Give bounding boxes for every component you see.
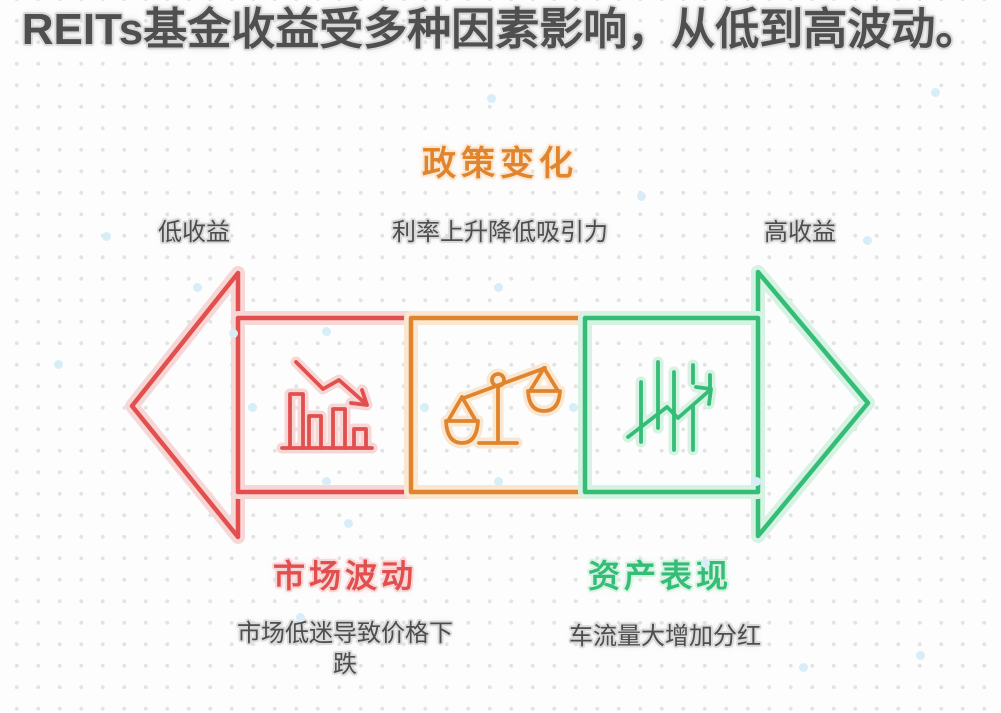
decorative-blue-dot bbox=[486, 93, 496, 103]
decorative-blue-dot bbox=[636, 191, 646, 201]
decorative-blue-dot bbox=[862, 235, 872, 245]
decorative-blue-dot bbox=[700, 558, 710, 568]
axis-label-low-return: 低收益 bbox=[158, 219, 230, 246]
decorative-blue-dot bbox=[343, 518, 353, 528]
market-volatility-box bbox=[231, 311, 418, 499]
factor-title-asset-performance: 资产表现 bbox=[587, 558, 732, 594]
decorative-blue-dot bbox=[751, 476, 761, 486]
spectrum-arrow-diagram bbox=[125, 265, 875, 544]
declining-bar-chart-icon bbox=[276, 356, 378, 454]
right-arrowhead bbox=[751, 265, 875, 543]
left-arrowhead bbox=[125, 266, 245, 544]
decorative-blue-dot bbox=[247, 402, 257, 412]
decorative-blue-dot bbox=[192, 282, 202, 292]
decorative-blue-dot bbox=[568, 402, 578, 412]
page-title: REITs基金收益受多种因素影响，从低到高波动。 bbox=[21, 5, 980, 54]
asset-performance-box bbox=[578, 311, 765, 499]
factor-title-policy-change: 政策变化 bbox=[422, 145, 578, 183]
decorative-blue-dot bbox=[321, 326, 331, 336]
rising-trend-chart-icon bbox=[622, 356, 717, 456]
decorative-blue-dot bbox=[295, 612, 305, 622]
factor-desc-policy-change: 利率上升降低吸引力 bbox=[392, 219, 608, 246]
decorative-blue-dot bbox=[493, 282, 503, 292]
decorative-blue-dot bbox=[101, 231, 111, 241]
decorative-blue-dot bbox=[321, 476, 331, 486]
axis-label-high-return: 高收益 bbox=[764, 219, 836, 246]
decorative-blue-dot bbox=[493, 476, 503, 486]
factor-title-market-volatility: 市场波动 bbox=[272, 558, 417, 594]
factor-desc-asset-performance: 车流量大增加分红 bbox=[569, 623, 761, 650]
factor-desc-market-volatility: 市场低迷导致价格下跌 bbox=[237, 620, 453, 678]
decorative-blue-dot bbox=[53, 359, 63, 369]
decorative-blue-dot bbox=[930, 87, 940, 97]
decorative-blue-dot bbox=[228, 328, 238, 338]
decorative-blue-dot bbox=[798, 662, 808, 672]
decorative-blue-dot bbox=[915, 650, 925, 660]
decorative-blue-dot bbox=[419, 402, 429, 412]
balance-scale-icon bbox=[440, 362, 566, 449]
